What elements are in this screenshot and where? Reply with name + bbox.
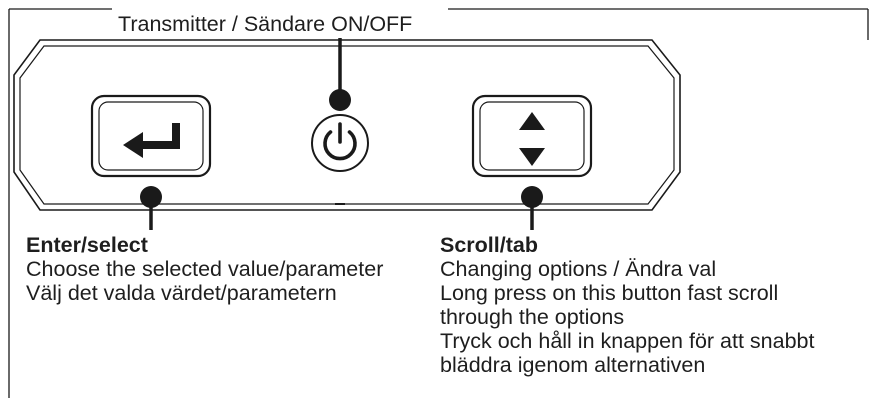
power-callout	[329, 38, 351, 111]
scroll-line-3: through the options	[440, 305, 625, 329]
scroll-button-outer[interactable]	[471, 94, 593, 178]
scroll-description: Scroll/tab Changing options / Ändra val …	[440, 233, 814, 377]
enter-line-1: Choose the selected value/parameter	[26, 257, 384, 281]
power-button[interactable]	[311, 114, 369, 172]
enter-button-outer[interactable]	[90, 94, 212, 178]
scroll-button-inner[interactable]	[479, 101, 585, 171]
scroll-callout	[521, 186, 543, 230]
enter-title: Enter/select	[26, 233, 148, 257]
enter-button[interactable]	[90, 94, 212, 178]
scroll-line-1: Changing options / Ändra val	[440, 257, 717, 281]
up-down-arrows-icon	[519, 112, 545, 166]
enter-arrow-icon	[123, 123, 180, 158]
enter-callout	[140, 186, 162, 230]
enter-description: Enter/select Choose the selected value/p…	[26, 233, 383, 305]
power-button-label: Transmitter / Sändare ON/OFF	[118, 12, 413, 36]
scroll-button[interactable]	[471, 94, 593, 178]
power-icon	[323, 122, 357, 161]
scroll-title: Scroll/tab	[440, 233, 538, 257]
scroll-line-2: Long press on this button fast scroll	[440, 281, 779, 305]
keypad-panel-inner	[19, 45, 675, 205]
enter-line-2: Välj det valda värdet/parametern	[26, 281, 337, 305]
enter-button-inner[interactable]	[98, 101, 204, 171]
scroll-line-5: bläddra igenom alternativen	[440, 353, 706, 377]
scroll-line-4: Tryck och håll in knappen för att snabbt	[440, 329, 815, 353]
